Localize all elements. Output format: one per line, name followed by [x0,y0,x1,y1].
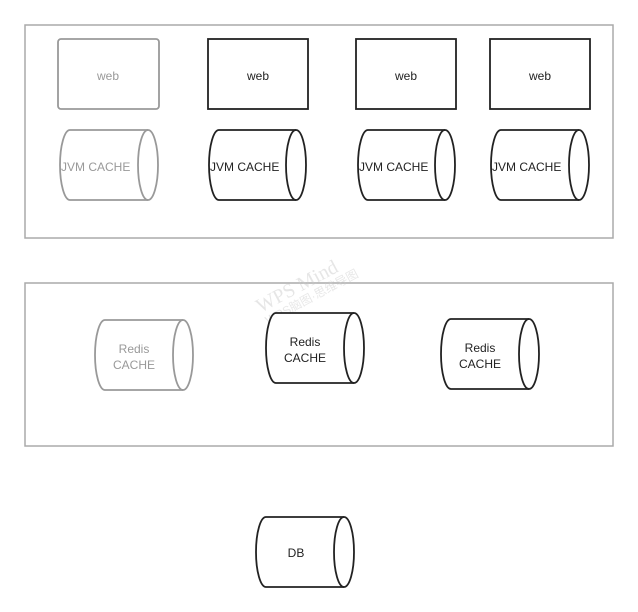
cylinder-cap [285,129,297,201]
web-node-1[interactable]: web [57,38,160,110]
redis-cache-label-line2: CACHE [284,351,326,365]
web-node-label: web [394,69,417,83]
redis-cache-node-3[interactable]: Redis CACHE [440,318,540,390]
jvm-cache-node-4[interactable]: JVM CACHE [490,129,590,201]
web-node-box [489,38,591,110]
web-node-box [57,38,160,110]
cylinder-cap [518,318,530,390]
jvm-cache-label: JVM CACHE [492,160,561,174]
cylinder-cap [434,129,446,201]
cylinder-body [255,516,355,588]
redis-cache-label-line1: Redis [290,335,321,349]
web-node-label: web [246,69,269,83]
cylinder-cap [568,129,580,201]
db-label: DB [288,546,305,560]
web-node-label: web [528,69,551,83]
web-node-4[interactable]: web [489,38,591,110]
redis-tier-group [24,282,614,447]
web-node-3[interactable]: web [355,38,457,110]
redis-cache-label-line1: Redis [119,342,150,356]
redis-cache-label-line1: Redis [465,341,496,355]
cylinder-cap [137,129,149,201]
jvm-cache-label: JVM CACHE [210,160,279,174]
web-node-label: web [96,69,119,83]
web-node-box [207,38,309,110]
jvm-cache-label: JVM CACHE [359,160,428,174]
cylinder-cap [172,319,184,391]
jvm-cache-node-3[interactable]: JVM CACHE [357,129,456,201]
redis-cache-label-line2: CACHE [459,357,501,371]
jvm-cache-label: JVM CACHE [61,160,130,174]
redis-cache-node-1[interactable]: Redis CACHE [94,319,194,391]
redis-cache-node-2[interactable]: Redis CACHE [265,312,365,384]
redis-cache-label-line2: CACHE [113,358,155,372]
jvm-cache-node-1[interactable]: JVM CACHE [59,129,159,201]
app-tier-group [24,24,614,239]
cylinder-cap [343,312,355,384]
web-node-2[interactable]: web [207,38,309,110]
db-node[interactable]: DB [255,516,355,588]
jvm-cache-node-2[interactable]: JVM CACHE [208,129,307,201]
web-node-box [355,38,457,110]
cylinder-cap [333,516,345,588]
